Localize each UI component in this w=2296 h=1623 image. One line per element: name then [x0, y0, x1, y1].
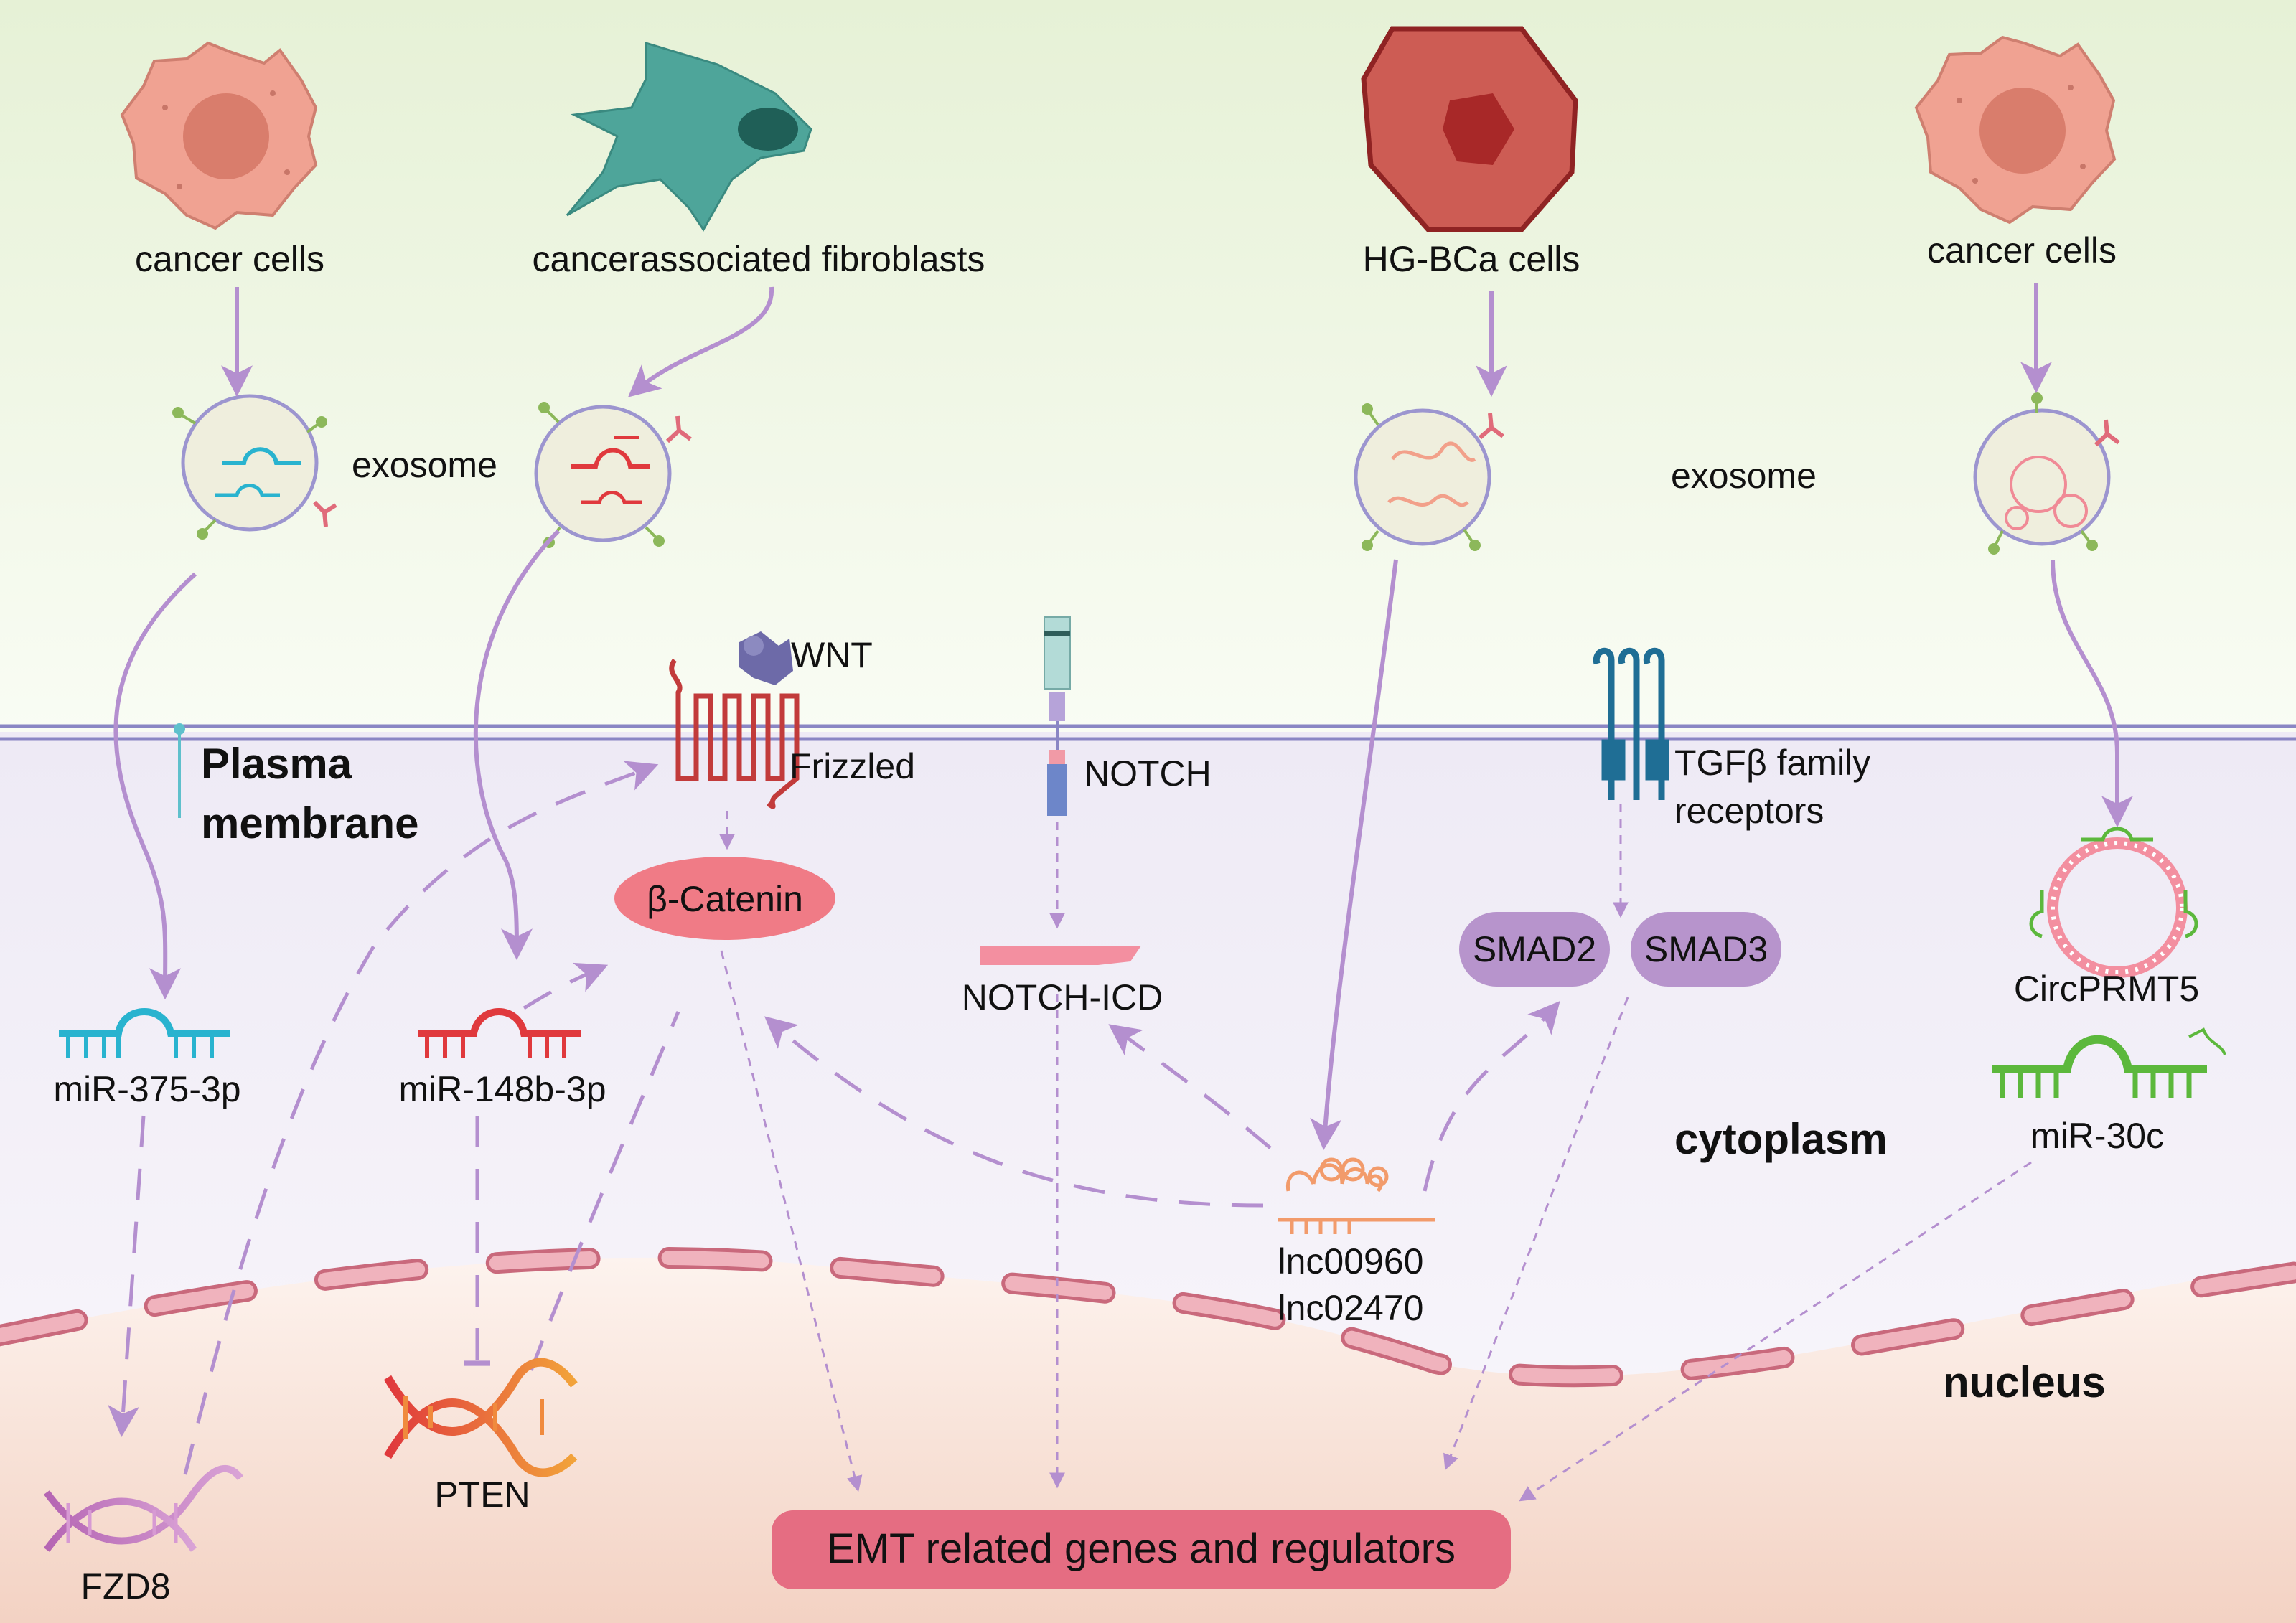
pten-label: PTEN	[434, 1474, 530, 1515]
fibroblasts-label: cancerassociated fibroblasts	[533, 239, 985, 279]
mir-30c-label: miR-30c	[2030, 1116, 2164, 1156]
solid-arrows	[113, 283, 2133, 1151]
nuclear-envelope	[0, 1246, 2296, 1388]
nucleus-label: nucleus	[1943, 1358, 2106, 1406]
dotted-arrows	[719, 804, 2032, 1502]
cytoplasm-label: cytoplasm	[1674, 1115, 1888, 1163]
tgfb-label-line1: TGFβ family	[1674, 743, 1870, 783]
wnt-label: WNT	[791, 635, 873, 675]
smad3-label: SMAD3	[1644, 929, 1768, 969]
notch-label: NOTCH	[1084, 753, 1212, 794]
pten-dna-icon	[383, 1358, 578, 1477]
emt-output-label: EMT related genes and regulators	[827, 1525, 1456, 1572]
hgbca-cells-label: HG-BCa cells	[1363, 239, 1580, 279]
frizzled-label: Frizzled	[789, 746, 915, 786]
lncrna-icon	[1278, 1157, 1435, 1234]
circprmt5-label: CircPRMT5	[2014, 969, 2199, 1009]
dashed-arrows	[108, 761, 1560, 1475]
exosome-3-icon	[1354, 403, 1504, 551]
cancer-cell-left-icon	[120, 41, 318, 230]
mir-148b-3p-label: miR-148b-3p	[398, 1069, 606, 1109]
smad2-node	[1459, 912, 1610, 987]
lnc00960-label: lnc00960	[1278, 1241, 1424, 1281]
circprmt5-icon	[2029, 827, 2198, 978]
exosome-label-2: exosome	[1671, 456, 1817, 496]
fzd8-dna-icon	[43, 1464, 243, 1552]
frizzled-receptor-icon	[669, 658, 800, 809]
hgbca-cell-icon	[1361, 26, 1578, 232]
plasma-membrane	[0, 723, 2296, 818]
fzd8-label: FZD8	[81, 1566, 171, 1606]
exosome-label-1: exosome	[352, 445, 497, 485]
wnt-ligand-icon	[739, 631, 793, 685]
mir-148b-3p-icon	[418, 1008, 581, 1058]
cancer-cells-left-label: cancer cells	[135, 239, 324, 279]
plasma-membrane-label-line1: Plasma	[201, 740, 352, 788]
smad2-label: SMAD2	[1473, 929, 1596, 969]
notch-icd-label: NOTCH-ICD	[962, 977, 1163, 1017]
cancer-cells-right-label: cancer cells	[1927, 230, 2117, 270]
notch-icd-shape	[980, 946, 1141, 965]
smad3-node	[1631, 912, 1781, 987]
notch-receptor-icon	[1044, 616, 1071, 816]
mir-375-3p-icon	[59, 1008, 230, 1058]
tgfb-receptor-icon	[1593, 647, 1669, 800]
mir-30c-icon	[1992, 1027, 2226, 1098]
cancer-cell-right-icon	[1914, 35, 2117, 225]
tgfb-label-line2: receptors	[1674, 791, 1824, 831]
extracellular-region	[0, 0, 2296, 732]
mir-375-3p-label: miR-375-3p	[53, 1069, 240, 1109]
fibroblast-icon	[566, 41, 812, 232]
nucleus-region	[0, 1257, 2296, 1623]
beta-catenin-node	[614, 857, 835, 940]
plasma-membrane-label-line2: membrane	[201, 799, 418, 847]
exosome-4-icon	[1973, 392, 2120, 555]
emt-output-box	[772, 1510, 1511, 1589]
lnc02470-label: lnc02470	[1278, 1288, 1424, 1328]
exosome-2-icon	[534, 402, 692, 548]
beta-catenin-label: β-Catenin	[647, 879, 803, 919]
